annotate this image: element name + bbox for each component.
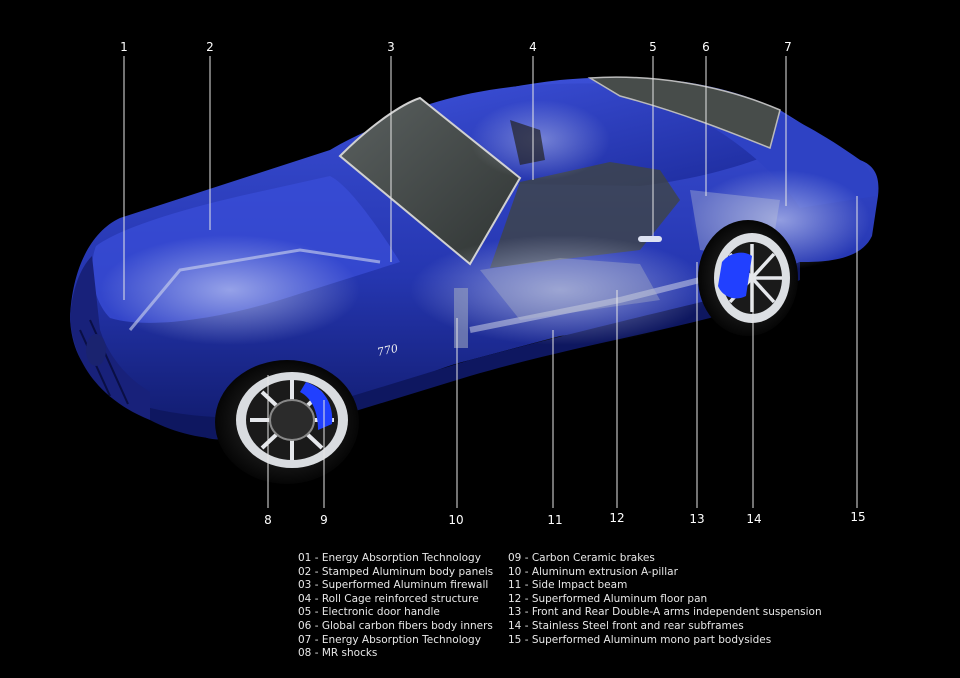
callout-13: 13 [689, 512, 704, 526]
legend-item: 07 - Energy Absorption Technology [298, 633, 481, 646]
callout-6: 6 [702, 40, 710, 54]
callout-15: 15 [850, 510, 865, 524]
front-wheel [215, 360, 359, 484]
door-handle [638, 236, 662, 242]
legend-column-left: 01 - Energy Absorption Technology 02 - S… [298, 552, 493, 661]
legend-item: 13 - Front and Rear Double-A arms indepe… [508, 606, 822, 619]
legend-item: 04 - Roll Cage reinforced structure [298, 592, 479, 605]
callout-1: 1 [120, 40, 128, 54]
rear-wheel [698, 220, 798, 336]
legend-item: 12 - Superformed Aluminum floor pan [508, 592, 708, 605]
callout-9: 9 [320, 513, 328, 527]
callout-7: 7 [784, 40, 792, 54]
leader-lines [123, 56, 858, 508]
callout-8: 8 [264, 513, 272, 527]
legend-item: 06 - Global carbon fibers body inners [298, 619, 493, 632]
legend-item: 10 - Aluminum extrusion A-pillar [508, 565, 678, 578]
callout-11: 11 [547, 513, 562, 527]
callout-3: 3 [387, 40, 395, 54]
callout-5: 5 [649, 40, 657, 54]
windows [338, 76, 781, 268]
callout-12: 12 [609, 511, 624, 525]
legend-column-right: 09 - Carbon Ceramic brakes 10 - Aluminum… [508, 552, 822, 647]
rear-brake-caliper [718, 252, 752, 299]
callout-10: 10 [448, 513, 463, 527]
legend-item: 15 - Superformed Aluminum mono part body… [508, 633, 772, 646]
callout-14: 14 [746, 512, 761, 526]
callout-2: 2 [206, 40, 214, 54]
model-badge: 770 [376, 342, 399, 359]
legend-item: 01 - Energy Absorption Technology [298, 552, 481, 564]
legend-item: 08 - MR shocks [298, 647, 378, 660]
callout-numbers: 1 2 3 4 5 6 7 8 9 10 11 12 13 14 15 [120, 40, 865, 527]
callout-4: 4 [529, 40, 537, 54]
legend-item: 09 - Carbon Ceramic brakes [508, 552, 655, 564]
legend-item: 14 - Stainless Steel front and rear subf… [508, 619, 744, 632]
legend-item: 11 - Side Impact beam [508, 579, 628, 592]
legend-item: 02 - Stamped Aluminum body panels [298, 565, 494, 578]
legend-item: 03 - Superformed Aluminum firewall [298, 579, 489, 592]
legend-item: 05 - Electronic door handle [298, 606, 440, 619]
